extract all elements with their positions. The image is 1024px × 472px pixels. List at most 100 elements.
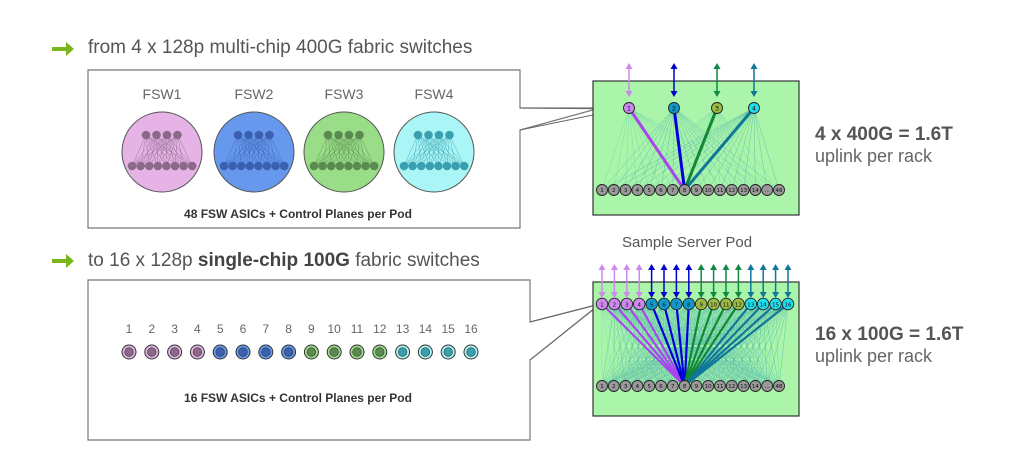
mesh-link bbox=[614, 303, 732, 387]
leaf-node bbox=[459, 161, 469, 171]
spine-node bbox=[244, 130, 253, 140]
mesh-link bbox=[359, 134, 375, 167]
leaf-node bbox=[245, 161, 255, 171]
fabric-node-label: 16 bbox=[785, 303, 792, 309]
leaf-node bbox=[254, 161, 263, 171]
mesh-link bbox=[673, 107, 780, 191]
rack-node bbox=[607, 380, 620, 392]
arrow-down-icon bbox=[623, 292, 631, 298]
arrow-down-icon bbox=[672, 292, 680, 298]
mesh-link bbox=[651, 303, 768, 387]
arrow-up-icon bbox=[598, 264, 606, 270]
arrow-down-icon bbox=[660, 292, 668, 298]
fsw4-label: FSW4 bbox=[414, 86, 454, 102]
fabric-node-label: 2 bbox=[672, 105, 676, 113]
spine-node bbox=[173, 130, 182, 140]
mesh-link bbox=[750, 303, 780, 387]
fabric-node-label: 3 bbox=[625, 303, 629, 309]
mesh-link bbox=[327, 134, 358, 167]
fsw-switch-4 bbox=[393, 111, 475, 193]
fabric-node bbox=[608, 297, 621, 311]
mesh-link bbox=[613, 303, 640, 387]
fabric-node bbox=[744, 297, 758, 311]
mesh-link bbox=[731, 303, 764, 387]
fabric-node-label: 4 bbox=[752, 105, 756, 113]
mesh-link bbox=[719, 303, 776, 387]
mesh-link bbox=[601, 303, 615, 387]
mesh-link bbox=[626, 303, 732, 387]
arrow-up-icon bbox=[648, 264, 656, 270]
rack-node bbox=[690, 380, 703, 392]
asic-label: 10 bbox=[327, 322, 341, 336]
mesh-link bbox=[626, 303, 756, 387]
mesh-link bbox=[743, 107, 755, 191]
mesh-link bbox=[248, 134, 259, 167]
arrow-up-icon bbox=[759, 264, 767, 270]
mesh-link bbox=[338, 134, 341, 167]
fabric-node bbox=[711, 102, 723, 114]
rack8-uplink bbox=[683, 303, 764, 387]
mesh-link bbox=[131, 134, 147, 167]
fabric-node bbox=[623, 102, 635, 114]
mesh-link bbox=[601, 303, 677, 387]
mesh-link bbox=[651, 303, 732, 387]
leaf-node bbox=[228, 161, 237, 171]
fabric-node-label: 1 bbox=[627, 105, 631, 113]
mesh-link bbox=[258, 134, 260, 167]
asic-inner-circle bbox=[398, 347, 408, 357]
mesh-link bbox=[767, 303, 789, 387]
rack-node bbox=[714, 184, 726, 196]
fabric-node bbox=[682, 297, 696, 311]
rack-node-label: ... bbox=[765, 188, 770, 194]
fabric-node bbox=[694, 297, 708, 311]
mesh-link bbox=[131, 134, 178, 167]
mesh-link bbox=[420, 134, 429, 167]
leaf-node bbox=[408, 161, 417, 171]
fsw-switch-1 bbox=[121, 111, 203, 193]
spine-node bbox=[323, 130, 333, 140]
leaf-node bbox=[144, 161, 154, 171]
mesh-link bbox=[673, 107, 732, 191]
mesh-link bbox=[708, 107, 718, 191]
bottom-uplink-equation: 16 x 100G = 1.6T bbox=[815, 324, 964, 345]
rack-node-label: 2 bbox=[612, 188, 616, 194]
arrow-down-icon bbox=[598, 292, 606, 298]
arrow-up-icon bbox=[635, 264, 643, 270]
leaf-node bbox=[416, 161, 426, 171]
arrow-up-icon bbox=[722, 264, 730, 270]
fabric-node bbox=[732, 297, 745, 311]
rack-node bbox=[666, 380, 679, 392]
mesh-link bbox=[625, 107, 675, 191]
rack-node-label: 1 bbox=[600, 188, 604, 194]
mesh-link bbox=[613, 303, 627, 387]
fsw3-label: FSW3 bbox=[324, 86, 364, 102]
asic-inner-circle bbox=[420, 347, 431, 357]
fabric-node bbox=[769, 297, 782, 311]
mesh-link bbox=[613, 107, 718, 191]
mesh-link bbox=[672, 107, 755, 191]
mesh-link bbox=[716, 107, 768, 191]
leaf-node bbox=[361, 161, 370, 171]
mesh-link bbox=[601, 303, 652, 387]
mesh-link bbox=[446, 134, 450, 167]
mesh-link bbox=[601, 303, 650, 387]
fabric-node-label: 11 bbox=[723, 303, 730, 309]
rack8-uplink bbox=[683, 303, 690, 387]
mesh-link bbox=[237, 134, 242, 167]
rack8-uplink bbox=[683, 107, 756, 191]
mesh-link bbox=[157, 134, 178, 167]
asic-inner-circle bbox=[238, 347, 248, 357]
rack-node-label: 3 bbox=[624, 188, 628, 194]
mesh-link bbox=[601, 303, 627, 387]
mesh-link bbox=[240, 134, 249, 167]
mesh-link bbox=[767, 303, 776, 387]
fabric-node bbox=[657, 297, 671, 311]
mesh-link bbox=[637, 303, 714, 387]
leaf-node bbox=[399, 161, 409, 171]
fabric-node-label: 7 bbox=[675, 303, 679, 309]
mesh-link bbox=[628, 107, 638, 191]
green-arrow-icon bbox=[52, 42, 74, 56]
mesh-link bbox=[601, 303, 789, 387]
